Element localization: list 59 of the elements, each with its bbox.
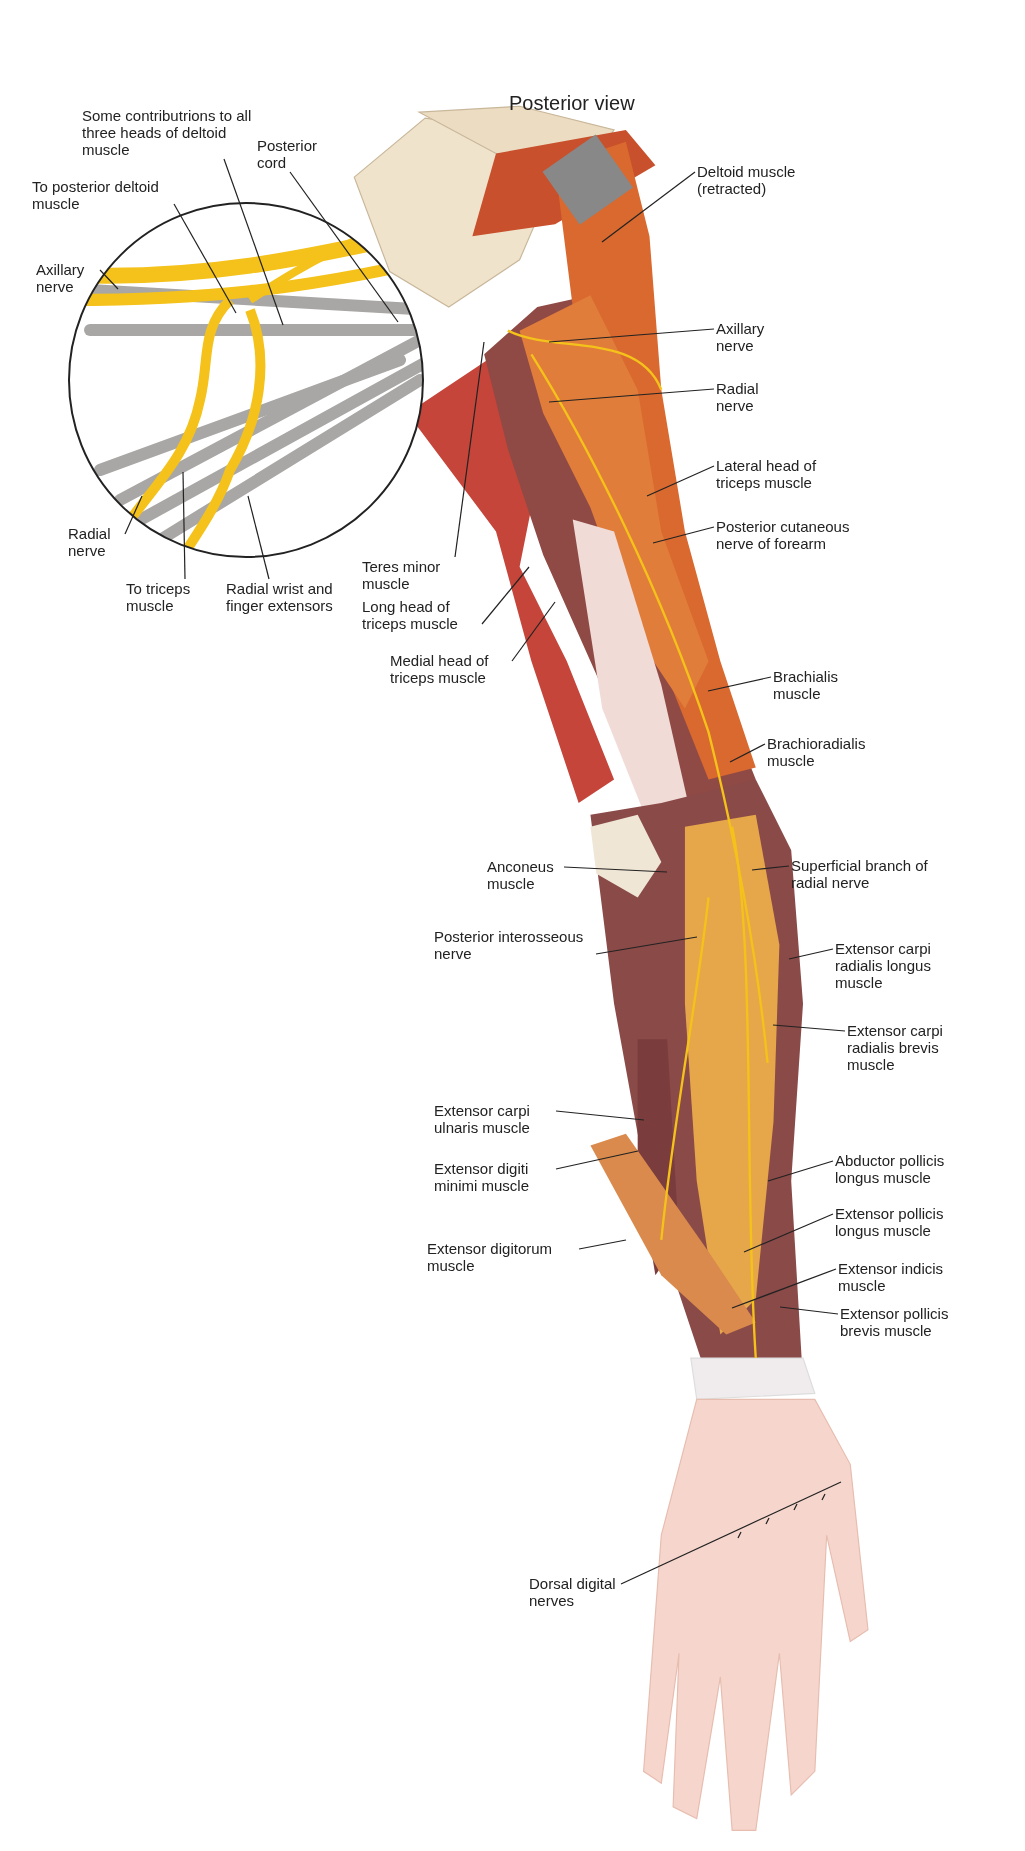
- anatomy-label: Long head of triceps muscle: [362, 598, 480, 632]
- leader-line: [481, 566, 530, 625]
- leader-line: [743, 1213, 834, 1253]
- leader-line: [555, 1110, 645, 1121]
- leader-line: [173, 203, 237, 314]
- leader-line: [731, 1268, 837, 1309]
- anatomy-label: Extensor digiti minimi muscle: [434, 1160, 554, 1194]
- view-title: Posterior view: [509, 92, 635, 115]
- leader-line: [454, 341, 485, 558]
- leader-line: [511, 601, 556, 662]
- anatomy-label: Axillary nerve: [36, 261, 98, 295]
- leader-line: [646, 465, 715, 497]
- leader-line: [555, 1150, 639, 1170]
- leader-line: [707, 676, 772, 692]
- leader-line: [652, 526, 715, 544]
- leader-line: [289, 171, 399, 323]
- anatomy-label: Axillary nerve: [716, 320, 786, 354]
- leader-line: [788, 948, 834, 960]
- leader-line: [124, 495, 143, 535]
- leader-line: [779, 1306, 839, 1315]
- anatomy-label: Abductor pollicis longus muscle: [835, 1152, 985, 1186]
- anatomy-label: Radial wrist and finger extensors: [226, 580, 336, 614]
- anatomy-label: Posterior cord: [257, 137, 332, 171]
- anatomy-label: Dorsal digital nerves: [529, 1575, 619, 1609]
- anatomy-label: Lateral head of triceps muscle: [716, 457, 846, 491]
- anatomy-label: Posterior cutaneous nerve of forearm: [716, 518, 891, 552]
- anatomy-label: Radial nerve: [716, 380, 786, 414]
- leader-line: [99, 269, 119, 290]
- leader-line: [563, 866, 668, 873]
- leader-line: [595, 936, 698, 955]
- anatomy-label: Extensor digitorum muscle: [427, 1240, 577, 1274]
- leader-line: [751, 865, 790, 871]
- leader-line: [182, 471, 186, 580]
- leader-line: [223, 158, 284, 326]
- leader-line: [548, 328, 715, 343]
- anatomy-label: Teres minor muscle: [362, 558, 462, 592]
- leader-line: [548, 388, 715, 403]
- leader-line: [767, 1160, 834, 1182]
- anatomy-label: Brachioradialis muscle: [767, 735, 897, 769]
- leader-line: [578, 1239, 627, 1250]
- anatomy-label: Medial head of triceps muscle: [390, 652, 510, 686]
- leader-line: [247, 495, 270, 580]
- anatomy-label: Extensor pollicis brevis muscle: [840, 1305, 980, 1339]
- anatomy-label: Extensor carpi radialis brevis muscle: [847, 1022, 987, 1073]
- anatomy-label: Radial nerve: [68, 525, 123, 559]
- anatomy-label: Posterior interosseous nerve: [434, 928, 594, 962]
- anatomy-label: Brachialis muscle: [773, 668, 863, 702]
- anatomy-label: To posterior deltoid muscle: [32, 178, 172, 212]
- anatomy-label: Deltoid muscle (retracted): [697, 163, 827, 197]
- leader-line: [601, 171, 696, 243]
- anatomy-label: Extensor indicis muscle: [838, 1260, 948, 1294]
- anatomy-label: Anconeus muscle: [487, 858, 562, 892]
- leader-line: [620, 1481, 842, 1585]
- leader-line: [729, 743, 766, 763]
- anatomy-label: Extensor carpi ulnaris muscle: [434, 1102, 554, 1136]
- anatomy-label: To triceps muscle: [126, 580, 206, 614]
- anatomy-label: Extensor pollicis longus muscle: [835, 1205, 985, 1239]
- anatomy-label: Extensor carpi radialis longus muscle: [835, 940, 975, 991]
- leader-line: [772, 1024, 846, 1032]
